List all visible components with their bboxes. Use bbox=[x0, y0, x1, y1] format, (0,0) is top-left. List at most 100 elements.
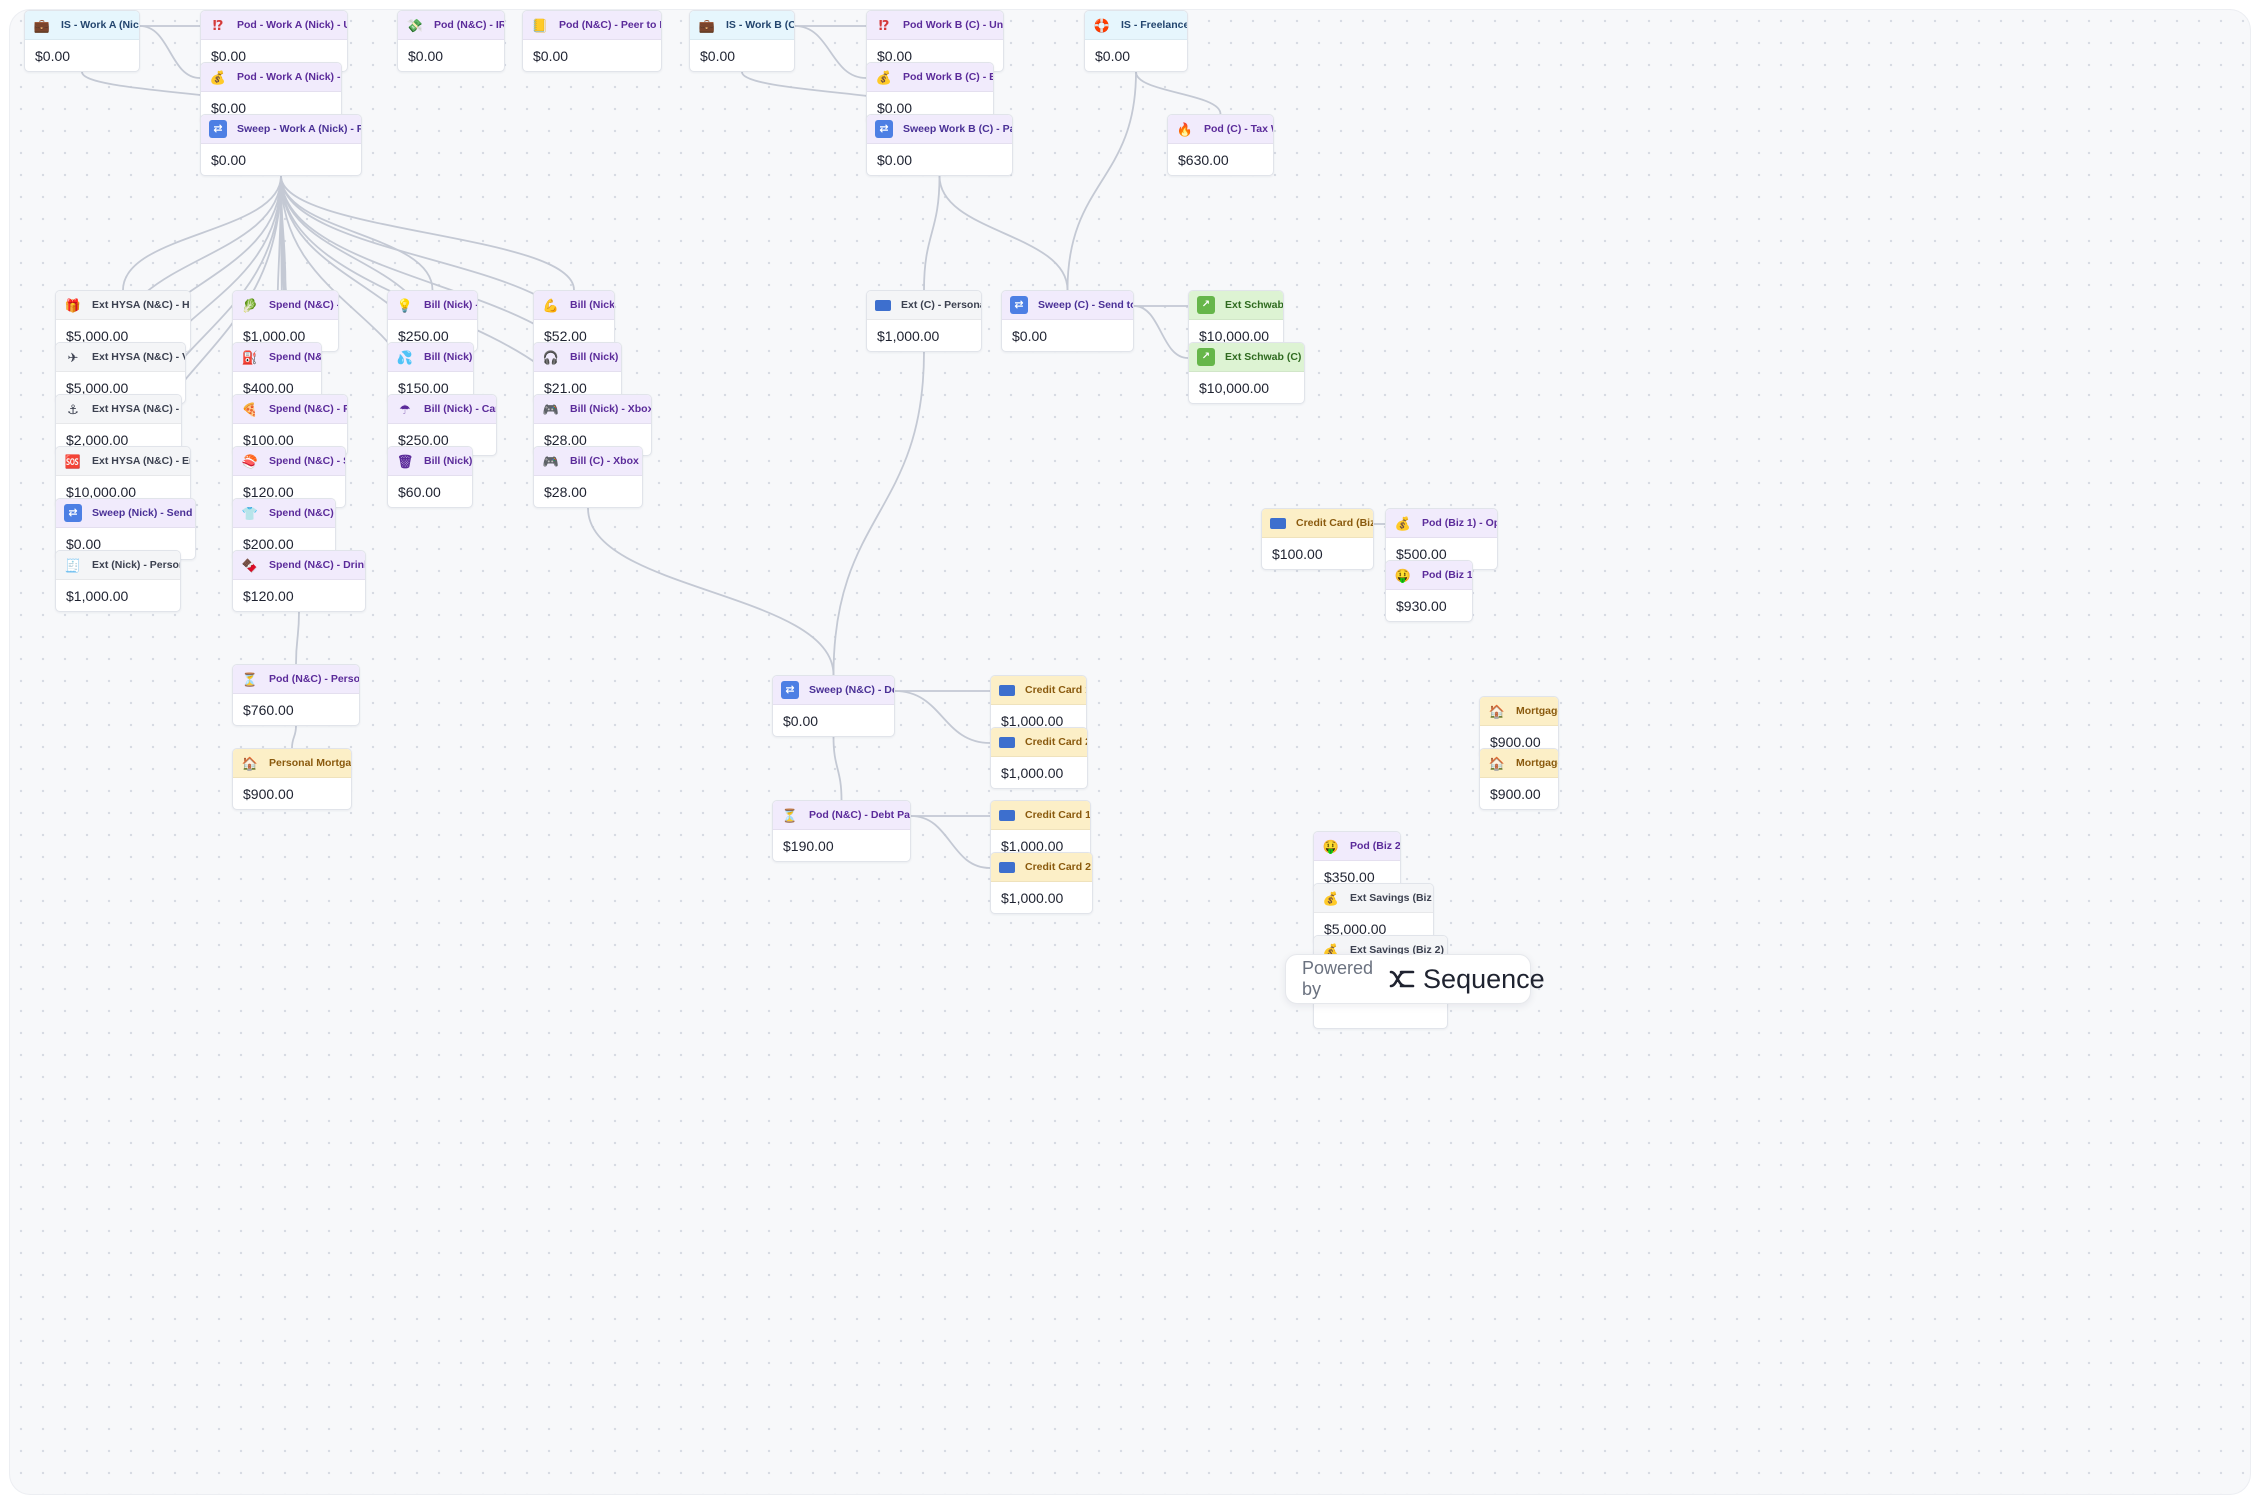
node-header[interactable]: Ext (C) - Personal Checking bbox=[867, 291, 981, 320]
node-header[interactable]: 📒Pod (N&C) - Peer to Peer Payments bbox=[523, 11, 661, 40]
node-header[interactable]: ⇄Sweep Work B (C) - Paycheck Income bbox=[867, 115, 1012, 144]
node-hysa-sink[interactable]: ⚓Ext HYSA (N&C) - Sinking Fund$2,000.00 bbox=[55, 394, 182, 456]
node-header[interactable]: 💰Pod - Work A (Nick) - Bonus Income bbox=[201, 63, 341, 92]
node-header[interactable]: ⇄Sweep - Work A (Nick) - Paycheck Income bbox=[201, 115, 361, 144]
node-header[interactable]: 💼IS - Work A (Nick) - Income bbox=[25, 11, 139, 40]
node-header[interactable]: 💪Bill (Nick) - Gym bbox=[534, 291, 614, 320]
node-header[interactable]: 🎁Ext HYSA (N&C) - Holiday Savings bbox=[56, 291, 190, 320]
node-header[interactable]: Credit Card 2 (Pulled) bbox=[991, 728, 1087, 757]
node-cloth[interactable]: 👕Spend (N&C) - Clothing$200.00 bbox=[232, 498, 336, 560]
node-sweep-n-inv[interactable]: ⇄Sweep (Nick) - Send to Investments$0.00 bbox=[55, 498, 196, 560]
node-pod-a-bonus[interactable]: 💰Pod - Work A (Nick) - Bonus Income$0.00 bbox=[200, 62, 342, 124]
node-pod-tax[interactable]: 🔥Pod (C) - Tax Witholding$630.00 bbox=[1167, 114, 1274, 176]
node-is-b[interactable]: 💼IS - Work B (C) - Income$0.00 bbox=[689, 10, 795, 72]
node-pod-debt-hold[interactable]: ⏳Pod (N&C) - Debt Paydown Holding$190.00 bbox=[772, 800, 911, 862]
node-header[interactable]: ⛽Spend (N&C) - Gas bbox=[233, 343, 321, 372]
node-header[interactable]: 🛟IS - Freelance - Income bbox=[1085, 11, 1187, 40]
node-header[interactable]: 🧾Ext (Nick) - Personal Checking bbox=[56, 551, 180, 580]
node-header[interactable]: ☂Bill (Nick) - Car Insurance bbox=[388, 395, 496, 424]
node-pod-p2p[interactable]: 📒Pod (N&C) - Peer to Peer Payments$0.00 bbox=[522, 10, 662, 72]
node-header[interactable]: 🔥Pod (C) - Tax Witholding bbox=[1168, 115, 1273, 144]
node-hysa-vac[interactable]: ✈Ext HYSA (N&C) - Vacation Fund$5,000.00 bbox=[55, 342, 186, 404]
node-ira[interactable]: ↗Ext Schwab (C) - IRA$10,000.00 bbox=[1188, 290, 1284, 352]
node-header[interactable]: ↗Ext Schwab (C) - Brokerage bbox=[1189, 343, 1304, 372]
node-header[interactable]: 💦Bill (Nick) - Water bbox=[388, 343, 473, 372]
node-ext-c-chk[interactable]: Ext (C) - Personal Checking$1,000.00 bbox=[866, 290, 982, 352]
node-cc2p[interactable]: Credit Card 2 (Pulled)$1,000.00 bbox=[990, 727, 1088, 789]
node-car-ins[interactable]: ☂Bill (Nick) - Car Insurance$250.00 bbox=[387, 394, 497, 456]
node-header[interactable]: 🏠Mortgage (Biz bbox=[1480, 749, 1558, 778]
node-header[interactable]: ⁉Pod - Work A (Nick) - Unkown Income bbox=[201, 11, 347, 40]
node-header[interactable]: 🍫Spend (N&C) - Drinks and Snacks bbox=[233, 551, 365, 580]
node-header[interactable]: ⇄Sweep (C) - Send to Investments bbox=[1002, 291, 1133, 320]
node-header[interactable]: 🎧Bill (Nick) - Spotify bbox=[534, 343, 621, 372]
node-header[interactable]: Credit Card 1 (Pulled) bbox=[991, 676, 1086, 705]
node-header[interactable]: ↗Ext Schwab (C) - IRA bbox=[1189, 291, 1283, 320]
node-cc1push[interactable]: Credit Card 1 (Pushed)$1,000.00 bbox=[990, 800, 1091, 862]
node-elec[interactable]: 💡Bill (Nick) - Electric$250.00 bbox=[387, 290, 478, 352]
node-brokerage[interactable]: ↗Ext Schwab (C) - Brokerage$10,000.00 bbox=[1188, 342, 1305, 404]
node-header[interactable]: Credit Card (Biz 1) (Pulled) bbox=[1262, 509, 1373, 538]
node-header[interactable]: 🤑Pod (Biz 2) - Profit bbox=[1314, 832, 1400, 861]
flow-canvas[interactable]: 💼IS - Work A (Nick) - Income$0.00 ⁉Pod -… bbox=[10, 10, 2250, 1494]
node-pod-irs[interactable]: 💸Pod (N&C) - IRS Refunds$0.00 bbox=[397, 10, 505, 72]
node-header[interactable]: 🍕Spend (N&C) - Pizza Nights bbox=[233, 395, 347, 424]
node-header[interactable]: Credit Card 2 (Pushed) bbox=[991, 853, 1092, 882]
node-header[interactable]: 💸Pod (N&C) - IRS Refunds bbox=[398, 11, 504, 40]
node-cc1p[interactable]: Credit Card 1 (Pulled)$1,000.00 bbox=[990, 675, 1087, 737]
node-hysa-emer[interactable]: 🆘Ext HYSA (N&C) - Emergency Fund$10,000.… bbox=[55, 446, 191, 508]
node-trash[interactable]: 🗑Bill (Nick) - Trash$60.00 bbox=[387, 446, 473, 508]
node-header[interactable]: 💼IS - Work B (C) - Income bbox=[690, 11, 794, 40]
node-xbox-c[interactable]: 🎮Bill (C) - Xbox Game Pass$28.00 bbox=[533, 446, 643, 508]
node-cc-biz1[interactable]: Credit Card (Biz 1) (Pulled)$100.00 bbox=[1261, 508, 1374, 570]
node-profit1[interactable]: 🤑Pod (Biz 1) - Profit$930.00 bbox=[1385, 560, 1473, 622]
node-vacancy[interactable]: 💰Ext Savings (Biz 2) - Vacancy$5,000.00 bbox=[1313, 883, 1434, 945]
node-gym[interactable]: 💪Bill (Nick) - Gym$52.00 bbox=[533, 290, 615, 352]
node-header[interactable]: 💰Ext Savings (Biz 2) - Vacancy bbox=[1314, 884, 1433, 913]
node-header[interactable]: ✈Ext HYSA (N&C) - Vacation Fund bbox=[56, 343, 185, 372]
node-header[interactable]: ⏳Pod (N&C) - Debt Paydown Holding bbox=[773, 801, 910, 830]
node-header[interactable]: ⇄Sweep (N&C) - Debt Paydown bbox=[773, 676, 894, 705]
node-pers-mort[interactable]: 🏠Personal Mortgage (Pushed)$900.00 bbox=[232, 748, 352, 810]
node-header[interactable]: 🏠Mortgage (Biz bbox=[1480, 697, 1558, 726]
node-mort-biz-b[interactable]: 🏠Mortgage (Biz$900.00 bbox=[1479, 748, 1559, 810]
node-drinks[interactable]: 🍫Spend (N&C) - Drinks and Snacks$120.00 bbox=[232, 550, 366, 612]
node-header[interactable]: ⁉Pod Work B (C) - Unknown Income bbox=[867, 11, 1003, 40]
node-header[interactable]: 💰Pod (Biz 1) - OpEx Holding bbox=[1386, 509, 1497, 538]
node-spotify[interactable]: 🎧Bill (Nick) - Spotify$21.00 bbox=[533, 342, 622, 404]
node-header[interactable]: ⚓Ext HYSA (N&C) - Sinking Fund bbox=[56, 395, 181, 424]
node-header[interactable]: ⇄Sweep (Nick) - Send to Investments bbox=[56, 499, 195, 528]
powered-by-badge[interactable]: Powered by Sequence bbox=[1285, 954, 1545, 1004]
node-header[interactable]: ⏳Pod (N&C) - Personal Mortgage bbox=[233, 665, 359, 694]
node-mort-biz-a[interactable]: 🏠Mortgage (Biz$900.00 bbox=[1479, 696, 1559, 758]
node-header[interactable]: Credit Card 1 (Pushed) bbox=[991, 801, 1090, 830]
node-header[interactable]: 🗑Bill (Nick) - Trash bbox=[388, 447, 472, 476]
node-header[interactable]: 🆘Ext HYSA (N&C) - Emergency Fund bbox=[56, 447, 190, 476]
node-header[interactable]: 💰Pod Work B (C) - Bonus Income bbox=[867, 63, 993, 92]
node-header[interactable]: 🎮Bill (Nick) - Xbox Game Pass bbox=[534, 395, 651, 424]
node-pod-b-unk[interactable]: ⁉Pod Work B (C) - Unknown Income$0.00 bbox=[866, 10, 1004, 72]
node-header[interactable]: 🥬Spend (N&C) - Groceries bbox=[233, 291, 338, 320]
node-header[interactable]: 🍣Spend (N&C) - Sushi Dates bbox=[233, 447, 345, 476]
node-pod-b-bonus[interactable]: 💰Pod Work B (C) - Bonus Income$0.00 bbox=[866, 62, 994, 124]
node-opex[interactable]: 💰Pod (Biz 1) - OpEx Holding$500.00 bbox=[1385, 508, 1498, 570]
node-ext-n-chk[interactable]: 🧾Ext (Nick) - Personal Checking$1,000.00 bbox=[55, 550, 181, 612]
node-sweep-c-inv[interactable]: ⇄Sweep (C) - Send to Investments$0.00 bbox=[1001, 290, 1134, 352]
node-cc2push[interactable]: Credit Card 2 (Pushed)$1,000.00 bbox=[990, 852, 1093, 914]
node-header[interactable]: 👕Spend (N&C) - Clothing bbox=[233, 499, 335, 528]
node-is-free[interactable]: 🛟IS - Freelance - Income$0.00 bbox=[1084, 10, 1188, 72]
node-sweep-debt[interactable]: ⇄Sweep (N&C) - Debt Paydown$0.00 bbox=[772, 675, 895, 737]
node-gas[interactable]: ⛽Spend (N&C) - Gas$400.00 bbox=[232, 342, 322, 404]
node-header[interactable]: 💡Bill (Nick) - Electric bbox=[388, 291, 477, 320]
node-water[interactable]: 💦Bill (Nick) - Water$150.00 bbox=[387, 342, 474, 404]
node-groc[interactable]: 🥬Spend (N&C) - Groceries$1,000.00 bbox=[232, 290, 339, 352]
node-pod-mort[interactable]: ⏳Pod (N&C) - Personal Mortgage$760.00 bbox=[232, 664, 360, 726]
node-sweep-b[interactable]: ⇄Sweep Work B (C) - Paycheck Income$0.00 bbox=[866, 114, 1013, 176]
node-is-a[interactable]: 💼IS - Work A (Nick) - Income$0.00 bbox=[24, 10, 140, 72]
node-header[interactable]: 🏠Personal Mortgage (Pushed) bbox=[233, 749, 351, 778]
node-header[interactable]: 🎮Bill (C) - Xbox Game Pass bbox=[534, 447, 642, 476]
node-header[interactable]: 🤑Pod (Biz 1) - Profit bbox=[1386, 561, 1472, 590]
node-sweep-a[interactable]: ⇄Sweep - Work A (Nick) - Paycheck Income… bbox=[200, 114, 362, 176]
node-pizza[interactable]: 🍕Spend (N&C) - Pizza Nights$100.00 bbox=[232, 394, 348, 456]
node-xbox-n[interactable]: 🎮Bill (Nick) - Xbox Game Pass$28.00 bbox=[533, 394, 652, 456]
